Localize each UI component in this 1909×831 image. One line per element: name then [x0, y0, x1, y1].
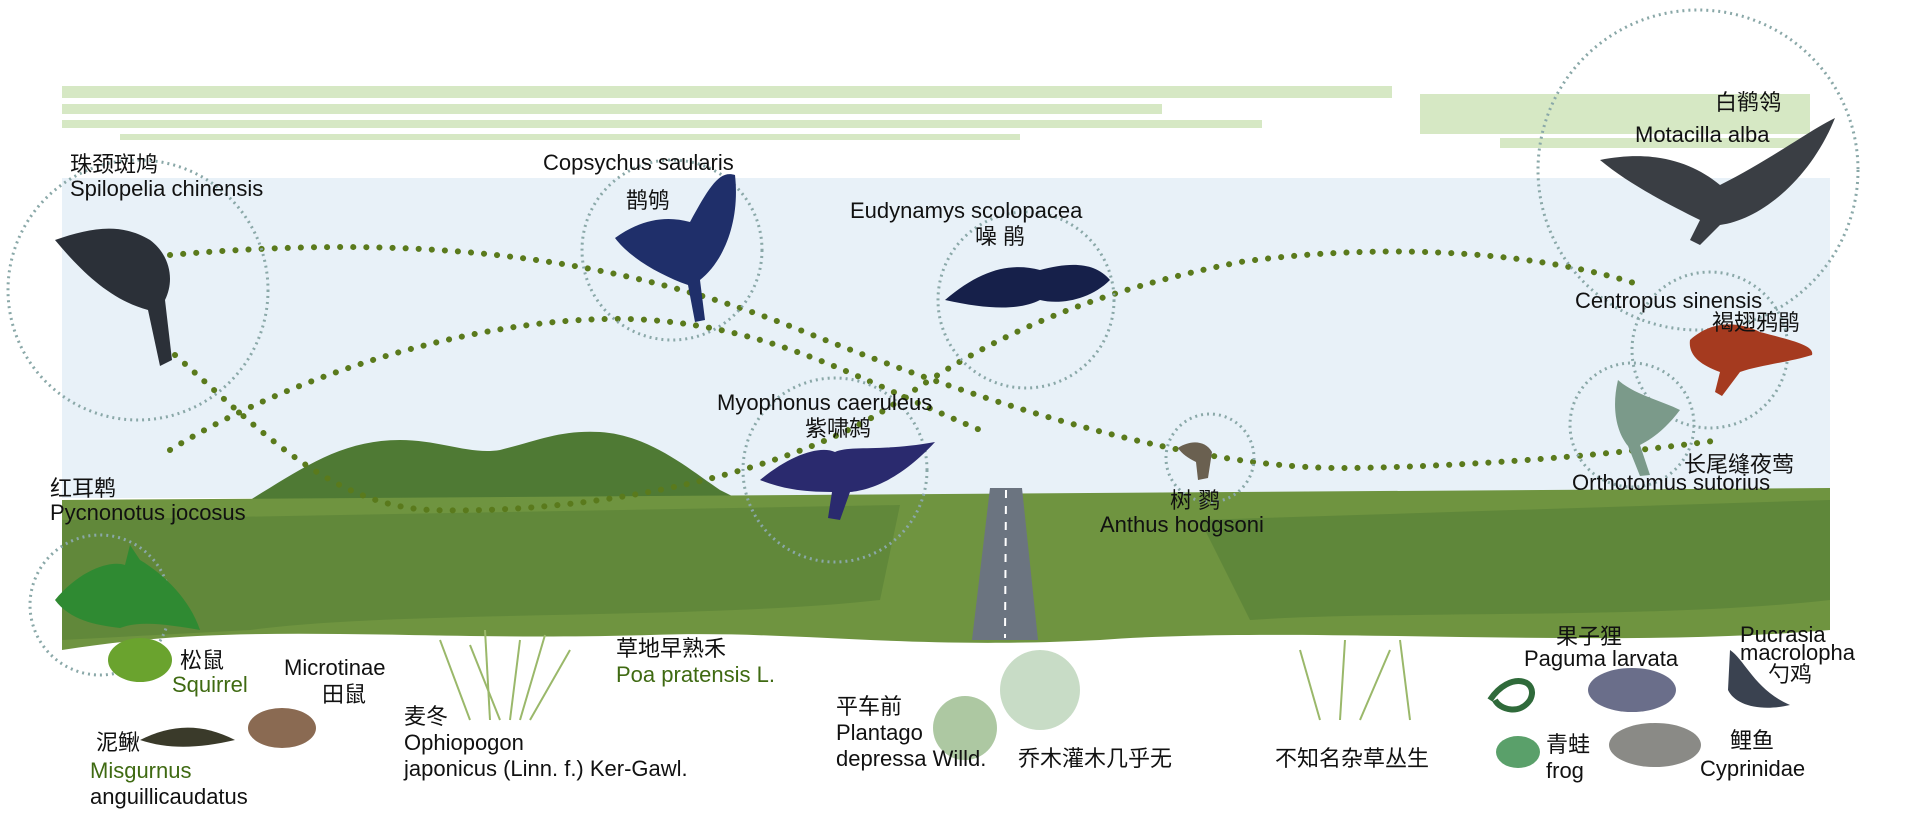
- label-myophonus-cn: 紫啸鸫: [805, 416, 872, 441]
- koel-icon: [945, 264, 1110, 308]
- bulbul-icon: [55, 545, 200, 630]
- label-weeds-cn: 不知名杂草丛生: [1275, 746, 1430, 771]
- label-microtinae-latin: Microtinae: [284, 655, 386, 680]
- label-pycnonotus-latin: Pycnonotus jocosus: [50, 500, 246, 525]
- label-eudynamys-latin: Eudynamys scolopacea: [850, 198, 1083, 223]
- road: [972, 488, 1038, 640]
- label-poa-latin: Poa pratensis L.: [616, 662, 775, 687]
- label-loach-cn: 泥鳅: [96, 730, 141, 755]
- label-motacilla-cn: 白鹡鸰: [1715, 90, 1782, 115]
- label-pycnonotus-cn: 红耳鹎: [50, 476, 117, 501]
- label-centropus-latin: Centropus sinensis: [1575, 288, 1763, 313]
- tailorbird-icon: [1615, 380, 1680, 476]
- weeds-icon: [1299, 639, 1411, 721]
- label-ophiopogon-latin2: japonicus (Linn. f.) Ker-Gawl.: [404, 756, 688, 781]
- loach-icon: [140, 727, 235, 747]
- label-orthotomus-latin: Orthotomus sutorius: [1572, 470, 1771, 495]
- label-pucrasia-latin2: macrolopha: [1740, 640, 1855, 665]
- shrub-icon: [1000, 650, 1080, 730]
- label-motacilla-latin: Motacilla alba: [1635, 122, 1770, 147]
- label-loach-latin1: Misgurnus: [90, 758, 192, 783]
- label-squirrel-en: Squirrel: [172, 672, 248, 697]
- pheasant-icon: [1728, 650, 1790, 708]
- label-carp-latin: Cyprinidae: [1700, 756, 1806, 781]
- flight-trails: [167, 244, 1723, 514]
- label-carp-cn: 鲤鱼: [1730, 728, 1775, 753]
- label-frog-cn: 青蛙: [1546, 732, 1591, 757]
- label-eudynamys-cn: 噪 鹃: [975, 224, 1026, 249]
- label-centropus-cn: 褐翅鸦鹃: [1712, 310, 1801, 335]
- spotted-dove-icon: [55, 228, 172, 366]
- label-microtinae-cn: 田鼠: [322, 682, 367, 707]
- label-anthus-cn: 树 鹨: [1170, 488, 1221, 513]
- label-loach-latin2: anguillicaudatus: [90, 784, 248, 809]
- label-copsychus-latin: Copsychus saularis: [543, 150, 734, 175]
- label-ophiopogon-cn: 麦冬: [404, 704, 449, 729]
- sky-panel: [62, 178, 1830, 498]
- coucal-icon: [1689, 324, 1813, 396]
- label-poa-cn: 草地早熟禾: [616, 636, 727, 661]
- label-squirrel-cn: 松鼠: [180, 648, 225, 673]
- pipit-icon: [1178, 442, 1212, 480]
- label-pucrasia-latin1: Pucrasia: [1740, 622, 1826, 647]
- frog-icon: [1496, 736, 1540, 768]
- label-plantago-cn: 平车前: [836, 694, 903, 719]
- whistling-thrush-icon: [760, 442, 935, 520]
- civet-icon: [1588, 668, 1676, 712]
- land-shade-right: [1200, 500, 1830, 620]
- label-anthus-latin: Anthus hodgsoni: [1100, 512, 1264, 537]
- plantago-icon: [933, 696, 997, 760]
- land-shade: [62, 505, 900, 640]
- top-bands: [62, 86, 1820, 148]
- label-myophonus-latin: Myophonus caeruleus: [717, 390, 933, 415]
- wagtail-icon: [1600, 118, 1835, 245]
- vole-icon: [248, 708, 316, 748]
- label-paguma-latin: Paguma larvata: [1524, 646, 1679, 671]
- ground-icons: [108, 629, 1790, 768]
- bird-silhouettes: [55, 118, 1835, 630]
- carp-icon: [1609, 723, 1701, 767]
- grass-tuft-icon: [439, 629, 571, 721]
- label-paguma-cn: 果子狸: [1556, 624, 1623, 649]
- squirrel-icon: [108, 638, 172, 682]
- label-pucrasia-cn: 勺鸡: [1768, 662, 1813, 687]
- label-frog-en: frog: [1546, 758, 1584, 783]
- label-spilopelia-cn: 珠颈斑鸠: [70, 152, 159, 177]
- label-plantago-latin2: depressa Willd.: [836, 746, 987, 771]
- hills: [250, 431, 750, 505]
- label-copsychus-cn: 鹊鸲: [626, 188, 671, 213]
- magpie-robin-icon: [615, 174, 736, 322]
- snake-icon: [1487, 678, 1535, 713]
- label-spilopelia-latin: Spilopelia chinensis: [70, 176, 264, 201]
- label-plantago-note: 乔木灌木几乎无: [1018, 746, 1173, 771]
- label-ophiopogon-latin1: Ophiopogon: [404, 730, 524, 755]
- label-plantago-latin1: Plantago: [836, 720, 923, 745]
- label-orthotomus-cn: 长尾缝夜莺: [1684, 452, 1795, 477]
